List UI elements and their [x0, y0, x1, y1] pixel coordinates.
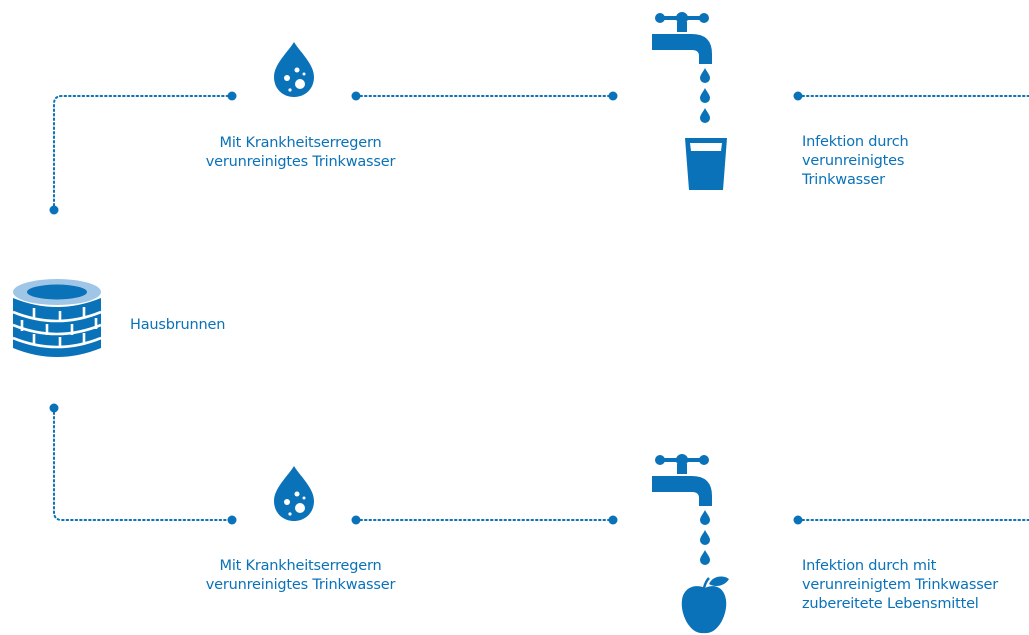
well-icon: [12, 279, 102, 357]
connector-well-to-bottom: [53, 407, 233, 521]
connector-dot: [351, 515, 361, 525]
bottom-infection-label-line: Infektion durch mit: [802, 558, 937, 574]
water-drop-icon: [274, 42, 314, 97]
connector-dot: [608, 515, 618, 525]
drinking-glass-icon: [685, 138, 727, 190]
well-label: Hausbrunnen: [130, 317, 226, 333]
connector-dot: [49, 205, 59, 215]
top-pathogen-label-line: Mit Krankheitserregern: [219, 135, 382, 151]
top-infection-label-line: verunreinigtes: [802, 153, 905, 169]
faucet-icon: [652, 12, 712, 123]
water-drop-icon: [274, 466, 314, 521]
top-pathogen-label-line: verunreinigtes Trinkwasser: [205, 154, 396, 170]
connector-dot: [49, 403, 59, 413]
connector-dot: [227, 515, 237, 525]
connector-dot: [351, 91, 361, 101]
top-pathogen-label: Mit Krankheitserregern verunreinigtes Tr…: [193, 134, 408, 172]
top-infection-label-line: Trinkwasser: [802, 172, 885, 188]
top-infection-label: Infektion durch verunreinigtes Trinkwass…: [802, 133, 909, 190]
bottom-infection-label: Infektion durch mit verunreinigtem Trink…: [802, 557, 998, 614]
top-infection-label-line: Infektion durch: [802, 134, 909, 150]
bottom-pathogen-label-line: Mit Krankheitserregern: [219, 558, 382, 574]
bottom-infection-label-line: verunreinigtem Trinkwasser: [802, 577, 999, 593]
connector-dot: [227, 91, 237, 101]
connector-dot: [793, 515, 803, 525]
connector-dot: [608, 91, 618, 101]
apple-icon: [681, 576, 729, 634]
bottom-pathogen-label-line: verunreinigtes Trinkwasser: [205, 577, 396, 593]
connector-dot: [793, 91, 803, 101]
bottom-infection-label-line: zubereitete Lebensmittel: [802, 596, 979, 612]
faucet-icon: [652, 454, 712, 565]
connector-well-to-top: [53, 95, 233, 211]
bottom-pathogen-label: Mit Krankheitserregern verunreinigtes Tr…: [193, 557, 408, 595]
